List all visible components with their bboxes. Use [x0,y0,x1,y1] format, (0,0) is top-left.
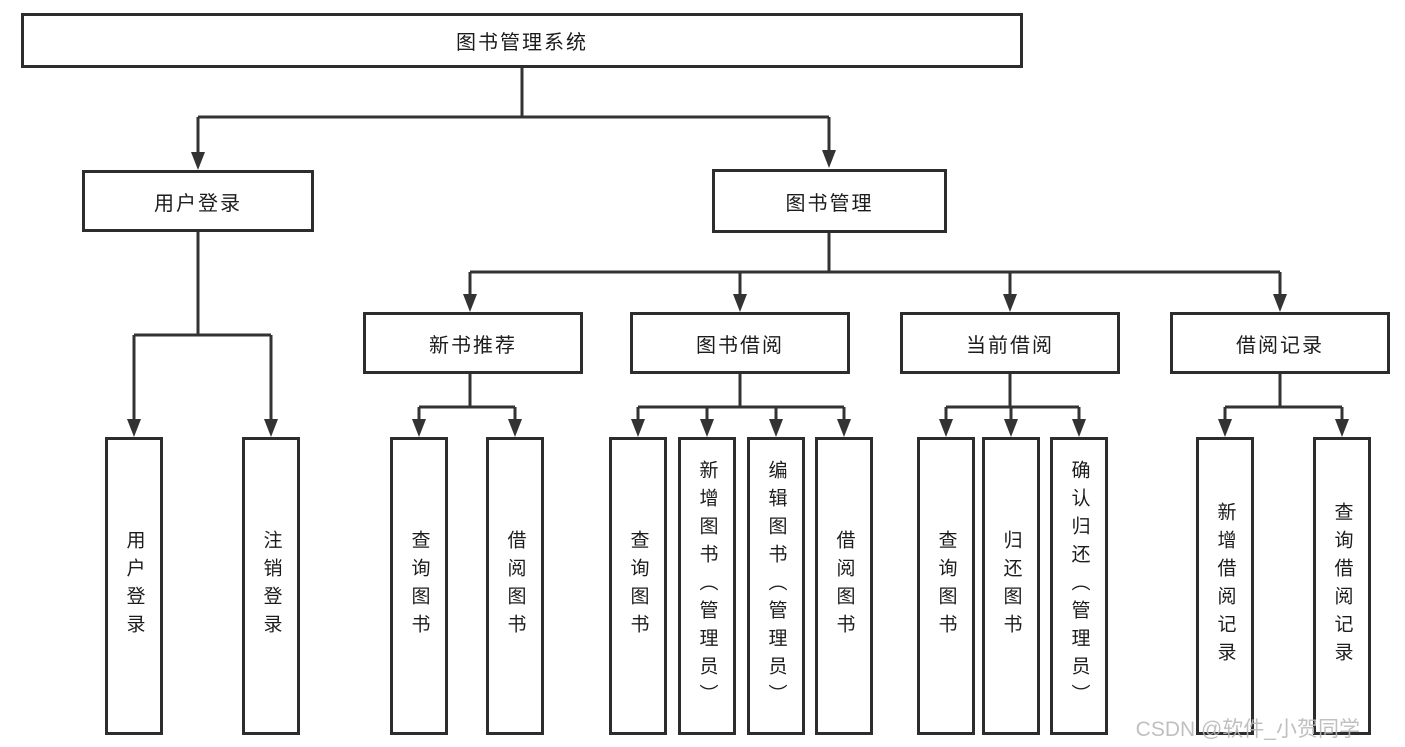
node-borrowing-records: 借阅记录 [1170,312,1390,374]
leaf-logout: 注销登录 [242,437,300,735]
node-label: 图书借阅 [696,334,784,357]
node-book-management: 图书管理 [712,169,947,233]
leaf-label: 注销登录 [260,530,282,642]
leaf-confirm-return-admin: 确认归还（管理员） [1050,437,1108,735]
node-book-borrowing: 图书借阅 [630,312,850,374]
arrow-down-icon [822,150,836,168]
leaf-label: 借阅图书 [833,530,855,642]
leaf-add-borrow-record: 新增借阅记录 [1196,437,1254,735]
leaf-query-books-recommend: 查询图书 [390,437,448,735]
arrow-down-icon [1072,419,1086,437]
leaf-label: 确认归还（管理员） [1068,460,1090,712]
leaf-label: 新增图书（管理员） [696,460,718,712]
arrow-down-icon [1273,294,1287,312]
arrow-down-icon [1335,419,1349,437]
arrow-down-icon [733,294,747,312]
arrow-down-icon [1218,419,1232,437]
arrow-down-icon [939,419,953,437]
leaf-user-login: 用户登录 [105,437,163,735]
node-new-book-recommendation: 新书推荐 [363,312,583,374]
leaf-label: 编辑图书（管理员） [765,460,787,712]
csdn-watermark: CSDN @软件_小贺同学 [1135,718,1360,741]
node-label: 图书管理 [785,192,874,215]
leaf-label: 查询图书 [627,530,649,642]
leaf-query-books-current: 查询图书 [917,437,975,735]
arrow-down-icon [412,419,426,437]
node-user-login: 用户登录 [82,170,314,232]
arrow-down-icon [508,419,522,437]
node-library-management-system: 图书管理系统 [21,13,1023,68]
leaf-label: 查询图书 [408,530,430,642]
leaf-label: 查询图书 [935,530,957,642]
arrow-down-icon [769,419,783,437]
leaf-add-book-admin: 新增图书（管理员） [678,437,736,735]
leaf-borrow-books: 借阅图书 [815,437,873,735]
node-label: 借阅记录 [1236,334,1324,357]
leaf-label: 查询借阅记录 [1331,502,1353,670]
node-label: 新书推荐 [429,334,517,357]
leaf-query-books-borrow: 查询图书 [609,437,667,735]
arrow-down-icon [700,419,714,437]
leaf-label: 新增借阅记录 [1214,502,1236,670]
arrow-down-icon [191,152,205,170]
leaf-label: 用户登录 [123,530,145,642]
arrow-down-icon [127,419,141,437]
arrow-down-icon [837,419,851,437]
leaf-label: 归还图书 [1000,530,1022,642]
arrow-down-icon [631,419,645,437]
connector-path [132,68,1344,421]
node-label: 用户登录 [154,192,242,215]
leaf-query-borrow-record: 查询借阅记录 [1313,437,1371,735]
arrow-down-icon [264,419,278,437]
leaf-label: 借阅图书 [504,530,526,642]
arrow-down-icon [463,294,477,312]
arrow-down-icon [1004,419,1018,437]
leaf-borrow-books-recommend: 借阅图书 [486,437,544,735]
leaf-edit-book-admin: 编辑图书（管理员） [747,437,805,735]
node-label: 当前借阅 [966,334,1054,357]
arrow-down-icon [1003,294,1017,312]
node-label: 图书管理系统 [456,32,588,54]
arrowheads [127,150,1349,437]
node-current-borrowing: 当前借阅 [900,312,1120,374]
leaf-return-book: 归还图书 [982,437,1040,735]
